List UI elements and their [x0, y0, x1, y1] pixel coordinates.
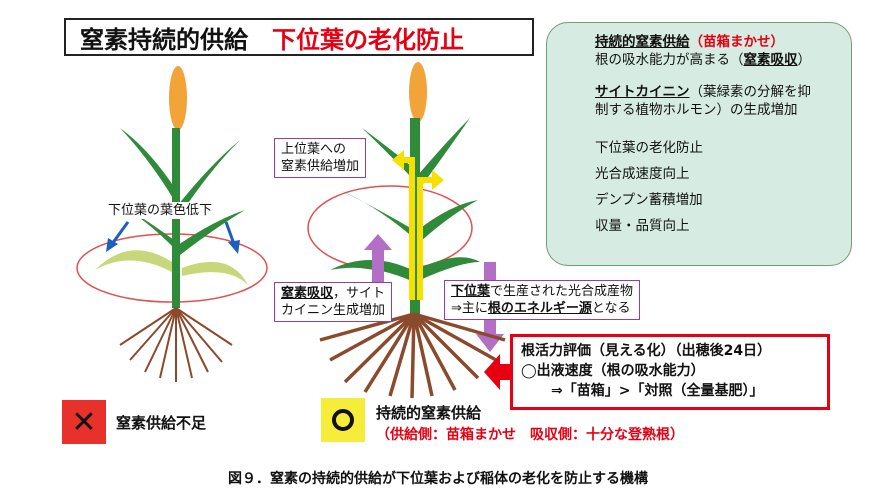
- panel-line6: 光合成速度向上: [595, 166, 690, 182]
- right-lower-leaf-ellipse: [307, 185, 473, 271]
- right-ear: [409, 62, 427, 122]
- left-leaf-mid-right: [178, 210, 245, 255]
- x-mark-icon: ✕: [62, 400, 106, 444]
- legend-o-label: 持続的窒素供給: [376, 404, 482, 422]
- legend-x-label: 窒素供給不足: [116, 414, 207, 432]
- panel-line7: デンプン蓄積増加: [595, 192, 703, 208]
- panel-line5: 下位葉の老化防止: [595, 140, 703, 156]
- panel-line8: 収量・品質向上: [595, 218, 690, 234]
- root-box-line1: 根活力評価（見える化）（出穂後24日）: [521, 343, 772, 359]
- yellow-arrow-2: [417, 177, 432, 300]
- label-energy-pre: ⇒主に: [451, 301, 488, 316]
- root-box-line2: ◯出液速度（根の吸水能力）: [521, 363, 705, 379]
- label-n-absorption: 窒素吸収，サイト カイニン生成増加: [274, 282, 393, 322]
- panel-line3-bold: サイトカイニン: [595, 84, 690, 100]
- label-upper-leaf-supply: 上位葉への 窒素供給増加: [274, 138, 367, 178]
- mechanism-panel: 持続的窒素供給（苗箱まかせ） 根の吸水能力が高まる（窒素吸収） サイトカイニン（…: [546, 22, 852, 266]
- label-cytokinin-gen: カイニン生成増加: [281, 303, 386, 318]
- root-evaluation-box: 根活力評価（見える化）（出穂後24日） ◯出液速度（根の吸水能力） ⇒「苗箱」>…: [510, 334, 830, 410]
- panel-line4: 制する植物ホルモン）の生成増加: [595, 102, 798, 118]
- panel-line1-bold: 持続的窒素供給: [595, 34, 690, 50]
- figure-caption: 図９．窒素の持続的供給が下位葉および稲体の老化を防止する機構: [228, 471, 648, 487]
- label-energy-post: となる: [591, 301, 631, 316]
- right-plant: [307, 62, 514, 399]
- title-main: 窒素持続的供給: [80, 25, 248, 54]
- left-yellow-leaf-left: [95, 250, 172, 272]
- label-energy-bold: 根のエネルギー源: [487, 301, 592, 316]
- circle-mark-icon: [321, 398, 365, 442]
- left-ear: [169, 66, 187, 130]
- left-arrow-right: [224, 221, 236, 245]
- left-arrow-left: [110, 221, 130, 245]
- panel-line3-post: （葉緑素の分解を抑: [689, 84, 812, 100]
- label-lower-leaf-color: 下位葉の葉色低下: [108, 202, 213, 219]
- label-lower-leaf-bold: 下位葉: [451, 284, 491, 299]
- panel-line1-red: （苗箱まかせ）: [689, 34, 785, 50]
- label-n-absorb-bold: 窒素吸収: [281, 286, 334, 301]
- panel-line2-pre: 根の吸水能力が高まる（: [595, 52, 744, 68]
- yellow-arrow-1: [402, 157, 415, 300]
- left-plant: [76, 66, 268, 382]
- label-photosynthesis: 下位葉で生産された光合成産物 ⇒主に根のエネルギー源となる: [444, 280, 641, 320]
- left-leaf-upper-left: [120, 128, 176, 200]
- title-highlight: 下位葉の老化防止: [272, 25, 464, 54]
- label-upper-leaf-supply-line2: 窒素供給増加: [281, 159, 360, 174]
- right-roots: [319, 312, 506, 399]
- panel-line2-bold: 窒素吸収: [743, 52, 798, 68]
- label-upper-leaf-supply-line1: 上位葉への: [281, 142, 347, 157]
- left-roots: [119, 307, 233, 382]
- diagram-title: 窒素持続的供給 下位葉の老化防止: [64, 18, 534, 56]
- panel-line2-post: ）: [797, 52, 812, 68]
- left-yellow-leaf-right: [182, 261, 248, 285]
- label-photosyn-rest: で生産された光合成産物: [490, 284, 634, 299]
- label-n-absorb-rest: ，サイト: [333, 286, 386, 301]
- legend-o-sub: （供給側：苗箱まかせ 吸収側：十分な登熟根）: [376, 427, 684, 443]
- root-box-line3: ⇒「苗箱」>「対照（全量基肥）」: [551, 383, 764, 399]
